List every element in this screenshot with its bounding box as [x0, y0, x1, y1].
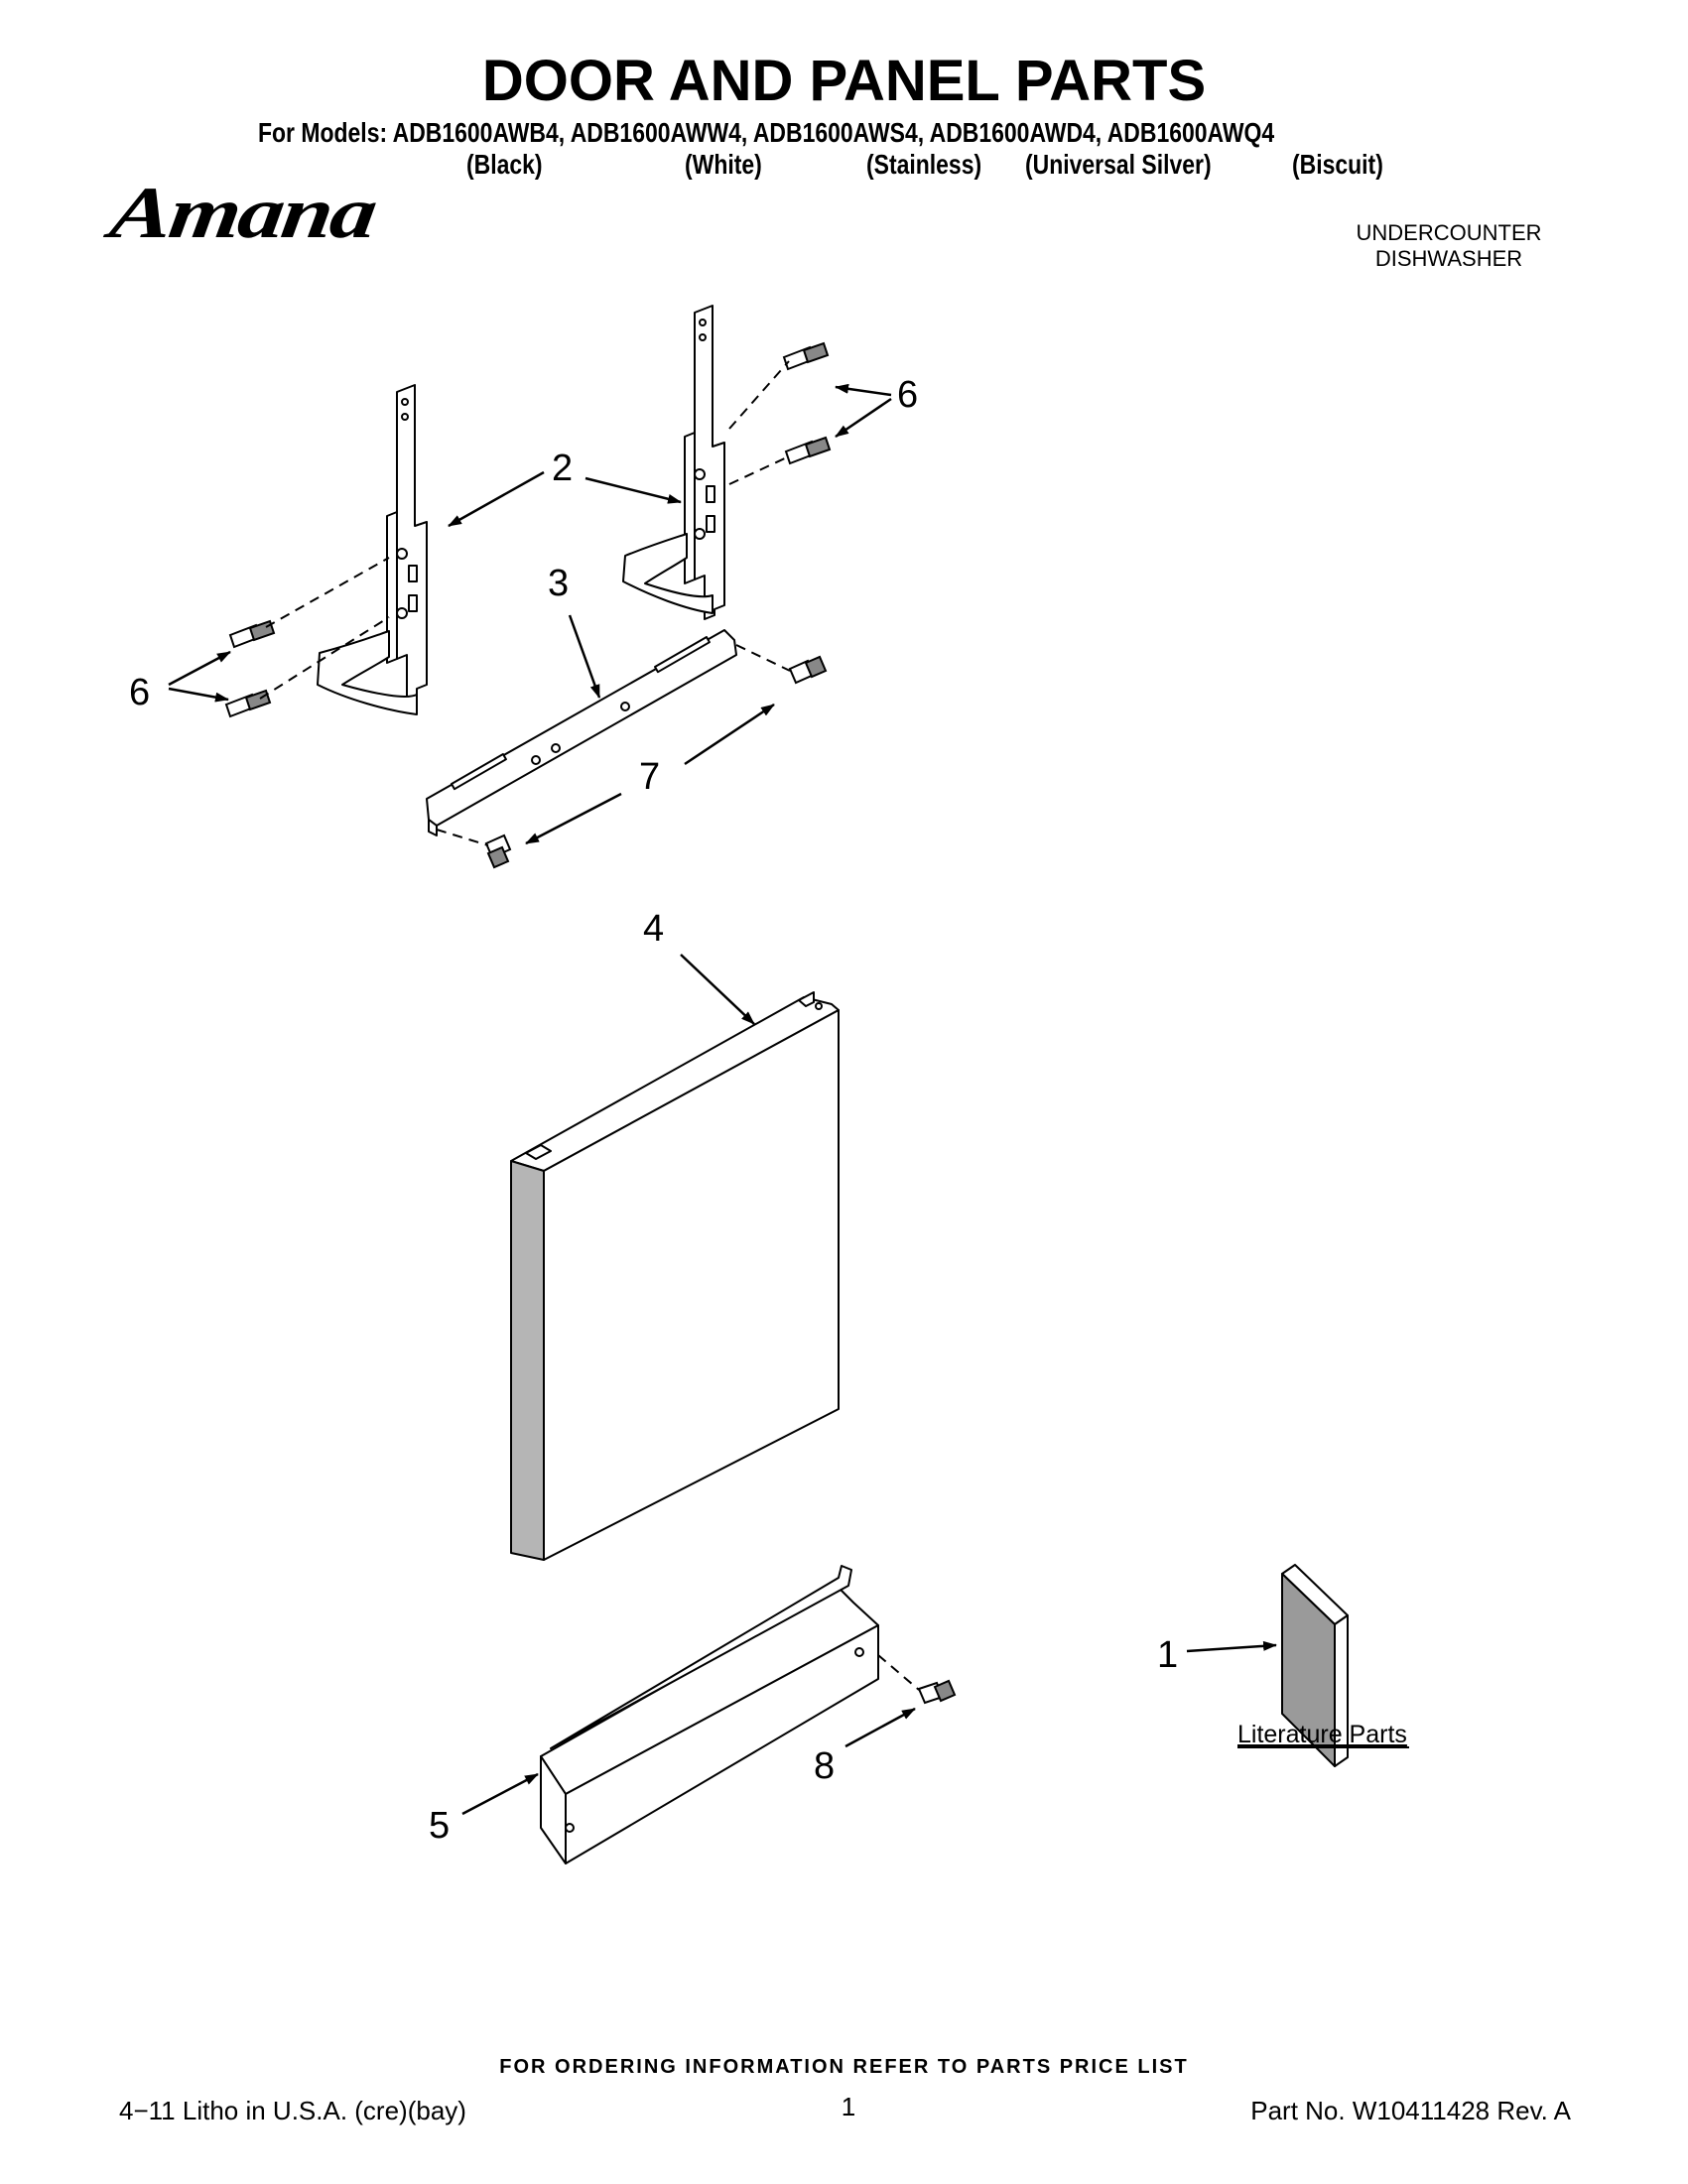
screw-6-right-lower: [784, 436, 832, 465]
callout-3: 3: [548, 563, 569, 604]
page-number: 1: [841, 2092, 856, 2121]
literature-parts-label: Literature Parts: [1237, 1721, 1407, 1748]
arrow-4: [680, 954, 755, 1025]
arrow-6-left-b: [168, 687, 229, 703]
arrow-7-upper: [684, 703, 775, 766]
arrow-6-left-a: [168, 650, 231, 687]
screw-6-left-upper: [228, 619, 276, 649]
literature-booklet: [1281, 1564, 1349, 1767]
part-number: Part No. W10411428 Rev. A: [1250, 2096, 1571, 2125]
hinge-screws: [224, 341, 832, 718]
arrow-2-left: [448, 470, 545, 528]
arrow-6-right-a: [835, 383, 892, 397]
kick-panel-screw-leader: [877, 1654, 920, 1691]
callout-2: 2: [552, 448, 573, 489]
hinge-bracket-left: [317, 384, 428, 715]
door-panel: [510, 991, 840, 1561]
callout-1: 1: [1157, 1634, 1178, 1676]
ordering-note: FOR ORDERING INFORMATION REFER TO PARTS …: [499, 2056, 1189, 2078]
kick-panel-screw: [917, 1679, 957, 1705]
page-title: DOOR AND PANEL PARTS: [481, 49, 1207, 113]
callout-6-right: 6: [897, 374, 918, 416]
hinge-bracket-right: [622, 305, 725, 620]
arrow-7-lower: [525, 792, 622, 845]
screw-7-lower: [484, 834, 512, 869]
arrow-1: [1186, 1640, 1277, 1653]
model-color-biscuit: (Biscuit): [1292, 149, 1383, 180]
appliance-type: UNDERCOUNTER DISHWASHER: [1290, 220, 1608, 272]
leader-arrows: [168, 383, 1277, 1816]
mounting-rail: [426, 629, 737, 836]
arrow-3: [568, 614, 601, 699]
callout-7: 7: [639, 756, 660, 798]
rail-screw-dashed-leaders: [436, 644, 791, 846]
model-color-stainless: (Stainless): [866, 149, 982, 180]
kick-panel: [540, 1565, 879, 1864]
screw-6-left-lower: [224, 689, 272, 718]
model-color-black: (Black): [466, 149, 543, 180]
model-color-white: (White): [685, 149, 762, 180]
callout-8: 8: [814, 1745, 835, 1787]
arrow-2-right: [584, 476, 682, 504]
arrow-6-right-b: [835, 397, 892, 439]
appliance-type-line2: DISHWASHER: [1374, 246, 1523, 271]
model-color-universal-silver: (Universal Silver): [1025, 149, 1212, 180]
callout-5: 5: [429, 1805, 450, 1847]
model-numbers: For Models: ADB1600AWB4, ADB1600AWW4, AD…: [258, 117, 1275, 148]
rail-screws: [484, 655, 828, 869]
screw-7-upper: [788, 655, 828, 685]
screw-6-right-upper: [782, 341, 830, 371]
arrow-8: [844, 1707, 916, 1748]
litho-info: 4−11 Litho in U.S.A. (cre)(bay): [119, 2096, 466, 2125]
appliance-type-line1: UNDERCOUNTER: [1356, 220, 1542, 245]
callout-6-left: 6: [129, 672, 150, 713]
screw-dashed-leaders: [259, 360, 790, 700]
arrow-5: [461, 1772, 539, 1816]
callout-4: 4: [643, 908, 664, 950]
